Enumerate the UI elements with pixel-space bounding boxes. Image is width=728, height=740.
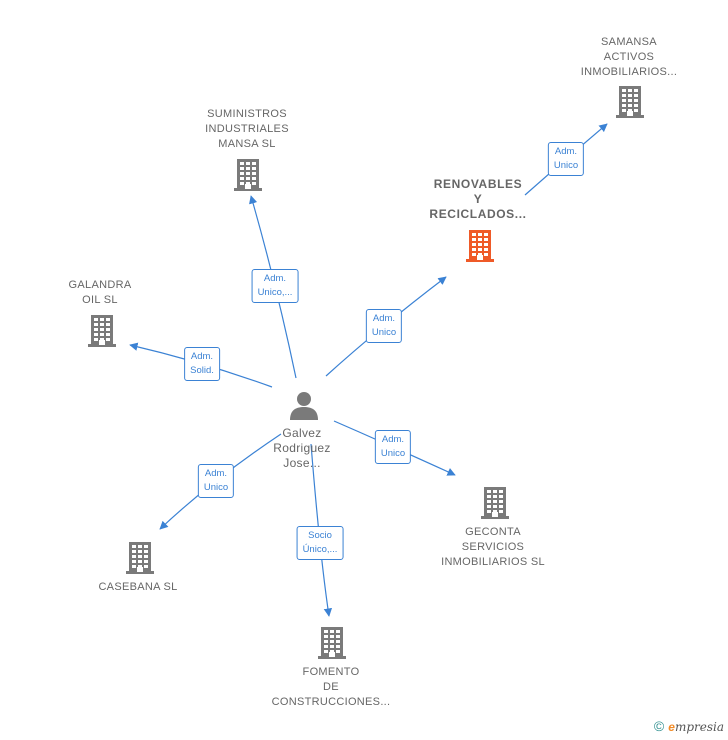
building-icon[interactable] <box>614 84 646 123</box>
person-label-line: Rodriguez <box>273 441 331 455</box>
relation-label-line: Unico,... <box>257 287 293 298</box>
relation-label-line: Solid. <box>190 365 214 376</box>
company-label-line: OIL SL <box>82 294 118 306</box>
relation-label-renovables[interactable]: Adm. Unico <box>365 309 403 343</box>
company-label-suministros[interactable]: SUMINISTROS INDUSTRIALES MANSA SL <box>205 107 289 152</box>
company-label-fomento[interactable]: FOMENTO DE CONSTRUCCIONES... <box>272 665 391 710</box>
relation-label-line: Adm. <box>381 434 405 445</box>
relation-label-geconta[interactable]: Adm. Unico <box>374 430 412 464</box>
company-label-line: Y <box>473 192 483 206</box>
relation-label-suministros[interactable]: Adm. Unico,... <box>251 269 299 303</box>
relation-label-line: Adm. <box>204 468 228 479</box>
relation-label-line: Único,... <box>302 544 338 555</box>
brand-name: mpresia <box>674 720 724 734</box>
relation-label-line: Unico <box>371 327 397 338</box>
company-label-line: SAMANSA <box>601 36 657 48</box>
relation-label-casebana[interactable]: Adm. Unico <box>197 464 235 498</box>
company-label-line: RENOVABLES <box>433 177 523 191</box>
company-label-line: DE <box>323 681 339 693</box>
copyright-symbol: © <box>653 718 665 734</box>
relation-label-samansa[interactable]: Adm. Unico <box>547 142 585 176</box>
company-label-line: GECONTA <box>465 526 521 538</box>
relation-label-line: Socio <box>308 530 332 541</box>
relation-label-galandra[interactable]: Adm. Solid. <box>184 347 220 381</box>
building-icon[interactable] <box>479 485 511 524</box>
company-label-line: SERVICIOS <box>461 541 525 553</box>
person-icon[interactable] <box>289 390 319 425</box>
relation-label-line: Unico <box>380 448 406 459</box>
relation-label-line: Unico <box>203 482 229 493</box>
relation-label-line: Adm. <box>554 146 578 157</box>
company-label-casebana[interactable]: CASEBANA SL <box>98 580 177 595</box>
company-label-line: RECICLADOS... <box>429 207 527 221</box>
relation-label-line: Unico <box>553 160 579 171</box>
relation-label-line: Adm. <box>263 273 287 284</box>
company-label-line: SUMINISTROS <box>207 108 287 120</box>
company-label-line: INDUSTRIALES <box>205 123 289 135</box>
building-icon[interactable] <box>464 228 496 267</box>
company-label-samansa[interactable]: SAMANSA ACTIVOS INMOBILIARIOS... <box>581 35 677 80</box>
building-icon[interactable] <box>316 625 348 664</box>
company-label-line: CONSTRUCCIONES... <box>271 696 391 708</box>
building-icon[interactable] <box>86 313 118 352</box>
relation-label-line: Adm. <box>190 351 214 362</box>
person-label-line: Jose... <box>283 456 321 470</box>
building-icon[interactable] <box>124 540 156 579</box>
company-label-line: INMOBILIARIOS SL <box>441 556 545 568</box>
company-label-line: CASEBANA SL <box>98 581 178 593</box>
company-label-line: ACTIVOS <box>603 51 655 63</box>
building-icon[interactable] <box>232 157 264 196</box>
company-label-geconta[interactable]: GECONTA SERVICIOS INMOBILIARIOS SL <box>441 525 545 570</box>
brand-initial: e <box>668 720 675 734</box>
relation-label-line: Adm. <box>372 313 396 324</box>
company-label-line: GALANDRA <box>68 279 132 291</box>
footer-brand[interactable]: ©empresia <box>654 718 724 734</box>
company-label-line: MANSA SL <box>218 138 276 150</box>
company-label-galandra[interactable]: GALANDRA OIL SL <box>69 278 132 308</box>
person-label-line: Galvez <box>282 426 322 440</box>
company-label-line: FOMENTO <box>302 666 360 678</box>
company-label-line: INMOBILIARIOS... <box>580 66 678 78</box>
